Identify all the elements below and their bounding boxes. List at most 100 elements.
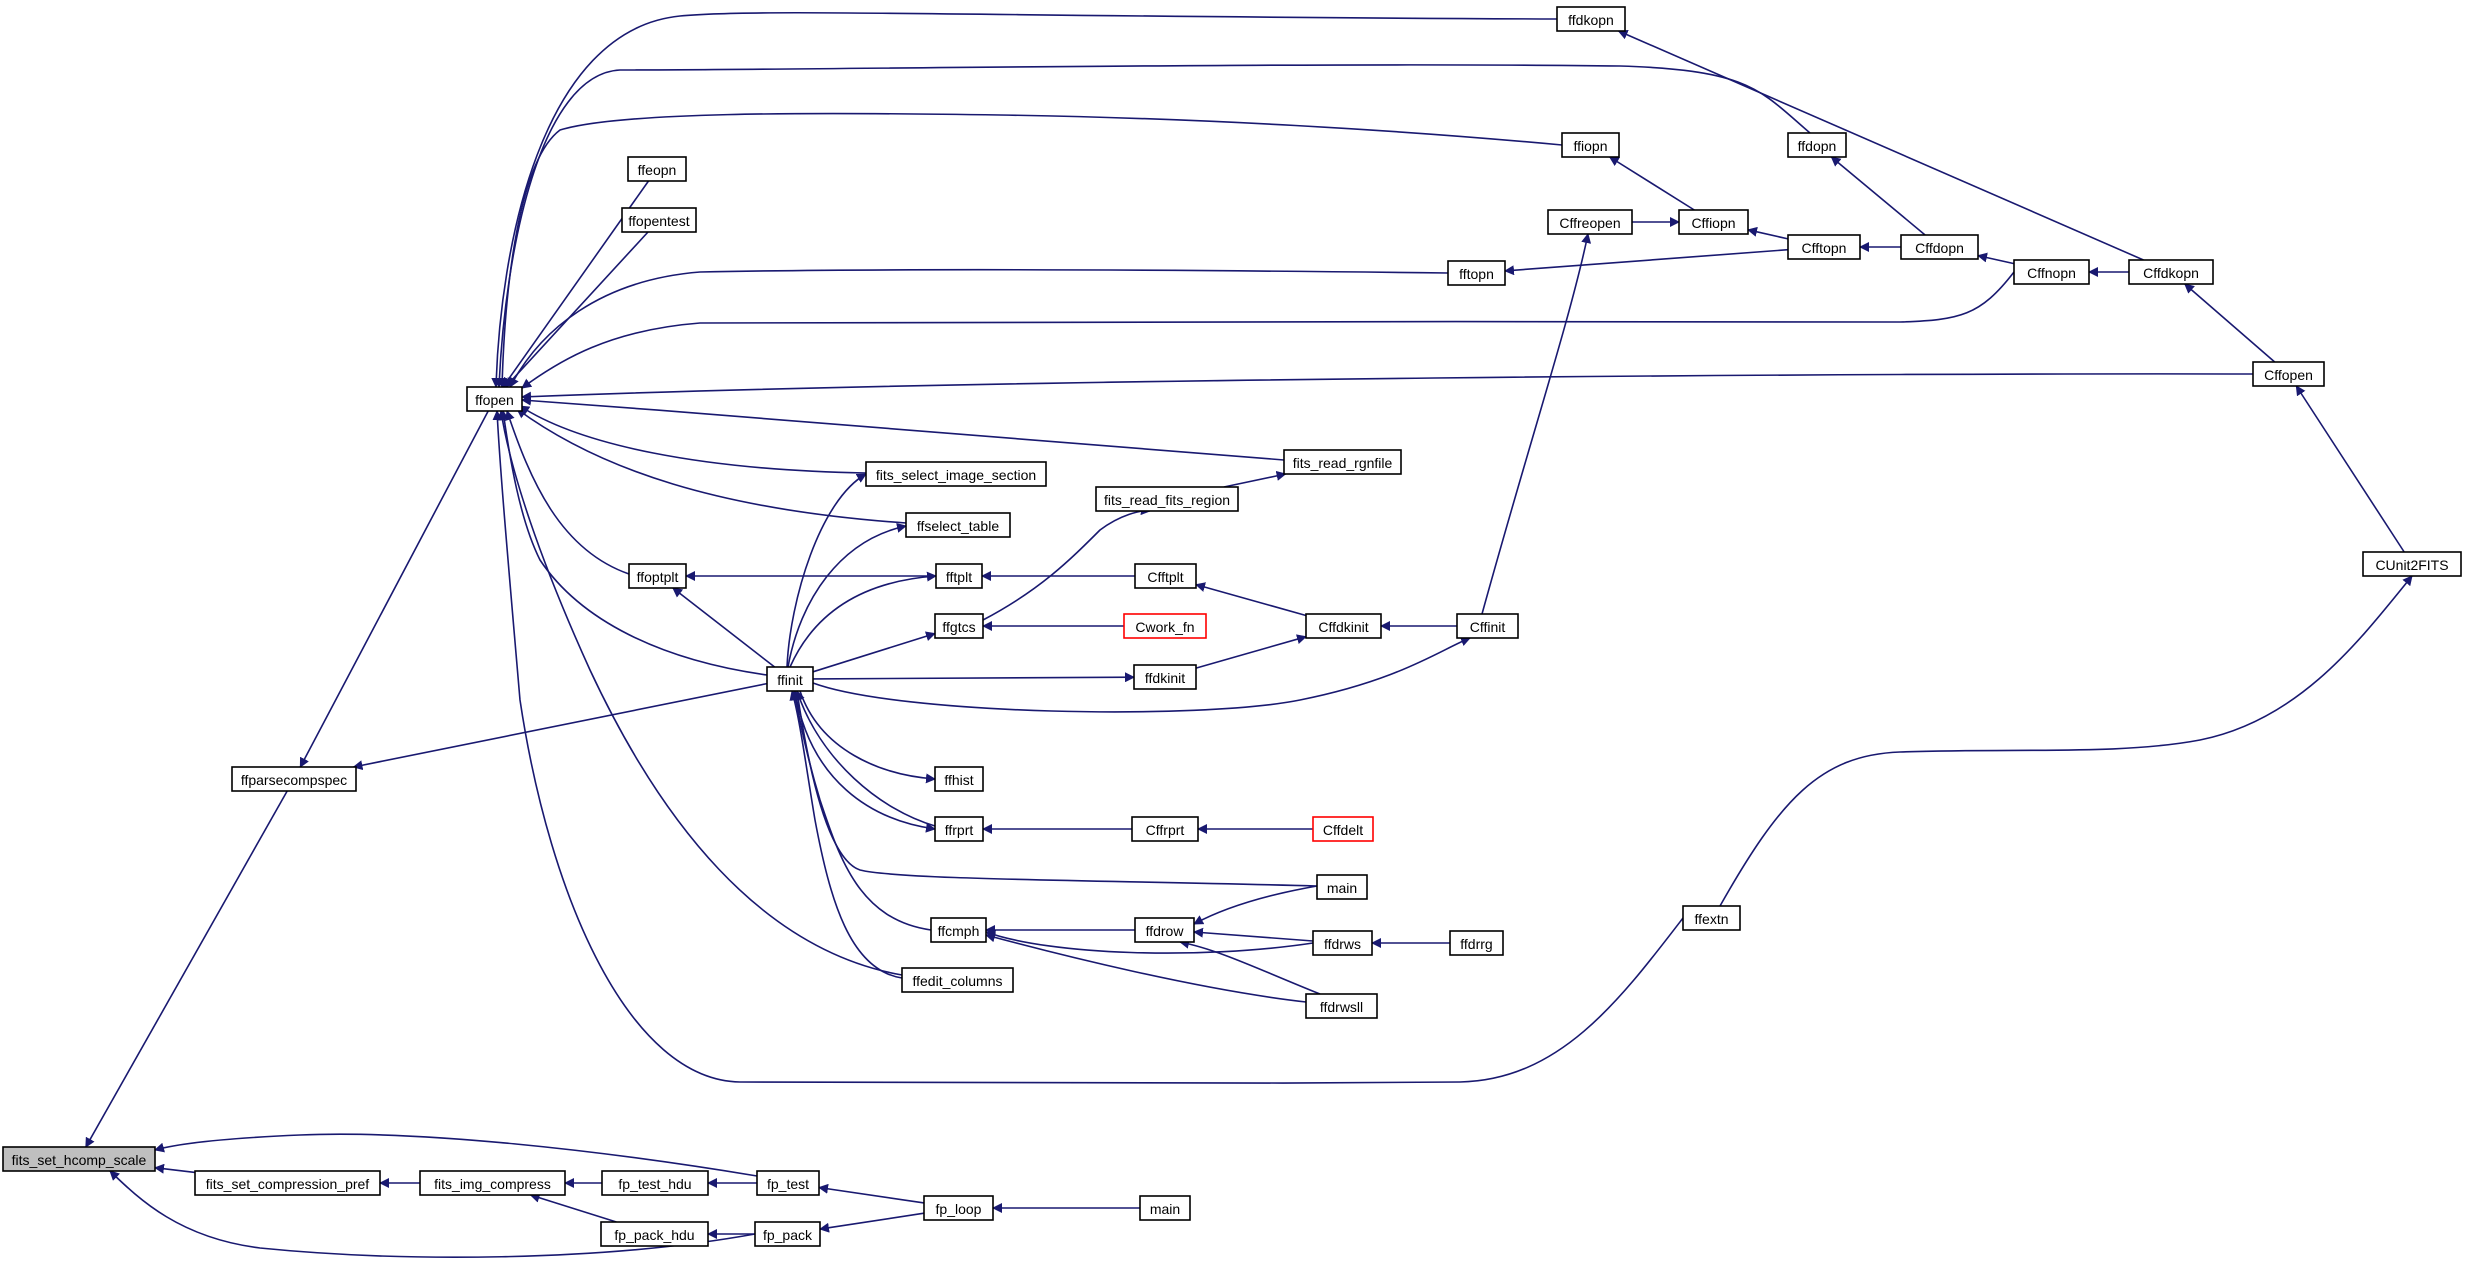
node-fits-set-hcomp-scale[interactable]: fits_set_hcomp_scale — [2, 1146, 156, 1172]
node-box[interactable] — [1133, 664, 1197, 690]
node-box[interactable] — [934, 766, 984, 792]
node-box[interactable] — [756, 1170, 820, 1196]
node-ffhist[interactable]: ffhist — [934, 766, 984, 792]
node-box[interactable] — [621, 207, 697, 233]
node-box[interactable] — [923, 1195, 994, 1221]
node-box[interactable] — [1561, 132, 1620, 158]
node-box[interactable] — [1312, 816, 1374, 842]
node-fftopn[interactable]: fftopn — [1447, 260, 1506, 286]
node-ffiopn[interactable]: ffiopn — [1561, 132, 1620, 158]
node-fp-test[interactable]: fp_test — [756, 1170, 820, 1196]
node-box[interactable] — [1316, 874, 1368, 900]
node-ffgtcs[interactable]: ffgtcs — [934, 613, 984, 639]
node-box[interactable] — [766, 666, 814, 692]
node-box[interactable] — [231, 766, 357, 792]
node-box[interactable] — [1556, 6, 1626, 32]
node-ffopen[interactable]: ffopen — [466, 386, 523, 412]
node-box[interactable] — [2, 1146, 156, 1172]
node-box[interactable] — [1456, 613, 1519, 639]
node-fp-pack[interactable]: fp_pack — [754, 1221, 821, 1247]
node-ffdrow[interactable]: ffdrow — [1134, 917, 1195, 943]
node-box[interactable] — [754, 1221, 821, 1247]
node-cffdopn[interactable]: Cffdopn — [1900, 234, 1979, 260]
node-ffinit[interactable]: ffinit — [766, 666, 814, 692]
node-fits-select-image-section[interactable]: fits_select_image_section — [865, 461, 1047, 487]
node-box[interactable] — [1134, 917, 1195, 943]
node-ffrprt[interactable]: ffrprt — [934, 816, 984, 842]
node-cwork-fn[interactable]: Cwork_fn — [1123, 613, 1207, 639]
node-box[interactable] — [1123, 613, 1207, 639]
node-box[interactable] — [1547, 209, 1633, 235]
node-cffrprt[interactable]: Cffrprt — [1131, 816, 1199, 842]
node-ffdrwsll[interactable]: ffdrwsll — [1305, 993, 1378, 1019]
node-box[interactable] — [1447, 260, 1506, 286]
node-ffdrws[interactable]: ffdrws — [1312, 930, 1373, 956]
node-main1[interactable]: main — [1316, 874, 1368, 900]
node-cffiopn[interactable]: Cffiopn — [1678, 209, 1749, 235]
node-box[interactable] — [419, 1170, 566, 1196]
node-box[interactable] — [1131, 816, 1199, 842]
node-box[interactable] — [1678, 209, 1749, 235]
node-box[interactable] — [1787, 234, 1861, 260]
node-cfftplt[interactable]: Cfftplt — [1134, 563, 1197, 589]
node-fits-read-rgnfile[interactable]: fits_read_rgnfile — [1283, 449, 1402, 475]
node-box[interactable] — [1305, 993, 1378, 1019]
node-ffcmph[interactable]: ffcmph — [930, 917, 987, 943]
node-cffdkopn[interactable]: Cffdkopn — [2128, 259, 2214, 285]
node-box[interactable] — [930, 917, 987, 943]
node-cffreopen[interactable]: Cffreopen — [1547, 209, 1633, 235]
node-fftplt[interactable]: fftplt — [935, 563, 983, 589]
node-ffdrrg[interactable]: ffdrrg — [1449, 930, 1504, 956]
node-ffextn[interactable]: ffextn — [1682, 905, 1741, 931]
node-box[interactable] — [1449, 930, 1504, 956]
node-box[interactable] — [2128, 259, 2214, 285]
node-ffparsecompspec[interactable]: ffparsecompspec — [231, 766, 357, 792]
node-ffdkinit[interactable]: ffdkinit — [1133, 664, 1197, 690]
node-box[interactable] — [1787, 132, 1847, 158]
node-box[interactable] — [901, 967, 1014, 993]
node-cfftopn[interactable]: Cfftopn — [1787, 234, 1861, 260]
node-main2[interactable]: main — [1139, 1195, 1191, 1221]
node-ffselect-table[interactable]: ffselect_table — [905, 512, 1011, 538]
node-fits-read-fits-region[interactable]: fits_read_fits_region — [1095, 486, 1239, 512]
node-fits-img-compress[interactable]: fits_img_compress — [419, 1170, 566, 1196]
node-box[interactable] — [935, 563, 983, 589]
node-cffinit[interactable]: Cffinit — [1456, 613, 1519, 639]
node-box[interactable] — [905, 512, 1011, 538]
node-fits-set-compression-pref[interactable]: fits_set_compression_pref — [194, 1170, 381, 1196]
node-box[interactable] — [1283, 449, 1402, 475]
node-ffdkopn[interactable]: ffdkopn — [1556, 6, 1626, 32]
node-box[interactable] — [934, 613, 984, 639]
node-ffopentest[interactable]: ffopentest — [621, 207, 697, 233]
node-cffdelt[interactable]: Cffdelt — [1312, 816, 1374, 842]
node-box[interactable] — [2362, 551, 2462, 577]
node-ffdopn[interactable]: ffdopn — [1787, 132, 1847, 158]
node-box[interactable] — [601, 1170, 709, 1196]
node-box[interactable] — [627, 156, 687, 182]
node-box[interactable] — [2252, 361, 2325, 387]
node-ffeopn[interactable]: ffeopn — [627, 156, 687, 182]
node-cffdkinit[interactable]: Cffdkinit — [1305, 613, 1382, 639]
node-box[interactable] — [2013, 259, 2090, 285]
node-box[interactable] — [1305, 613, 1382, 639]
node-fp-test-hdu[interactable]: fp_test_hdu — [601, 1170, 709, 1196]
node-cunit2fits[interactable]: CUnit2FITS — [2362, 551, 2462, 577]
node-ffedit-columns[interactable]: ffedit_columns — [901, 967, 1014, 993]
node-box[interactable] — [628, 563, 687, 589]
node-box[interactable] — [194, 1170, 381, 1196]
node-box[interactable] — [1900, 234, 1979, 260]
node-fp-loop[interactable]: fp_loop — [923, 1195, 994, 1221]
node-box[interactable] — [466, 386, 523, 412]
node-box[interactable] — [1134, 563, 1197, 589]
node-box[interactable] — [1682, 905, 1741, 931]
node-box[interactable] — [600, 1221, 709, 1247]
node-box[interactable] — [865, 461, 1047, 487]
node-box[interactable] — [1139, 1195, 1191, 1221]
node-cffopen[interactable]: Cffopen — [2252, 361, 2325, 387]
node-ffoptplt[interactable]: ffoptplt — [628, 563, 687, 589]
node-box[interactable] — [934, 816, 984, 842]
node-fp-pack-hdu[interactable]: fp_pack_hdu — [600, 1221, 709, 1247]
node-box[interactable] — [1312, 930, 1373, 956]
node-cffnopn[interactable]: Cffnopn — [2013, 259, 2090, 285]
node-box[interactable] — [1095, 486, 1239, 512]
